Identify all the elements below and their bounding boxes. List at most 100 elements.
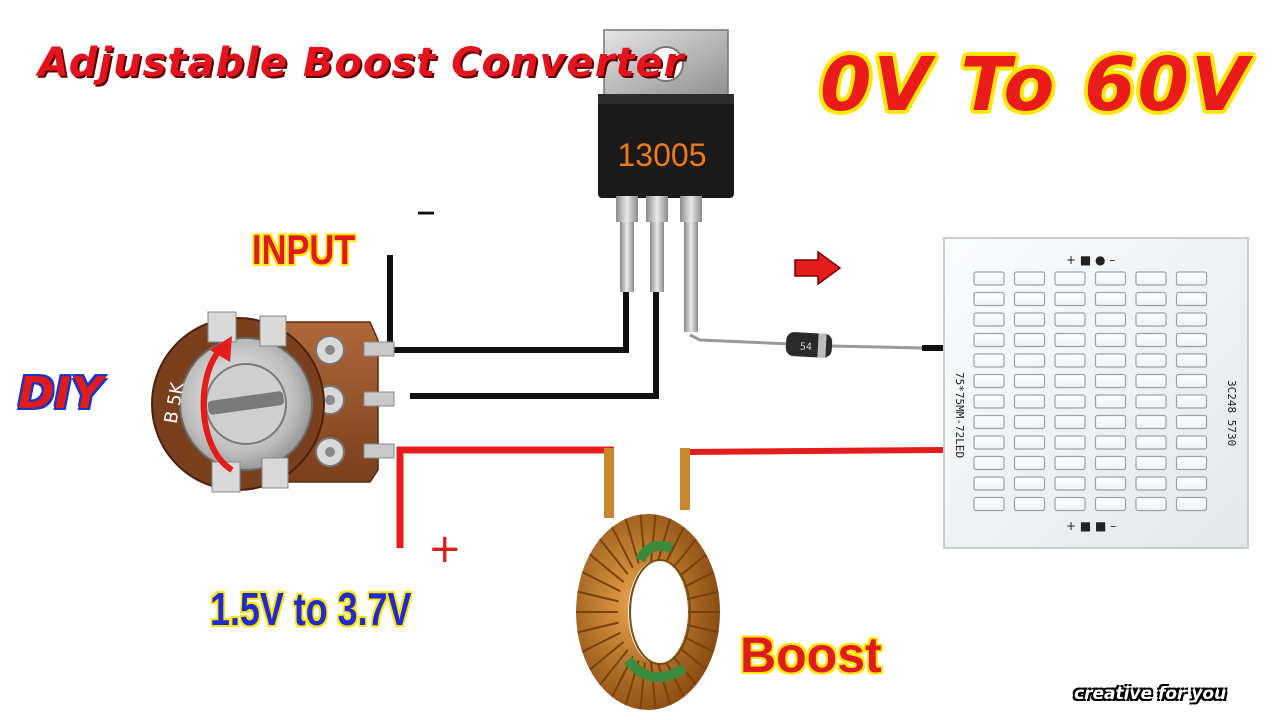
led-chip <box>973 373 1005 389</box>
led-chip <box>1054 394 1086 409</box>
led-chip <box>1175 291 1208 307</box>
led-chip <box>1175 312 1208 327</box>
black-wire-base <box>410 292 659 399</box>
led-panel-side-right: 3C248 5730 <box>1225 380 1238 446</box>
led-chip <box>1175 435 1208 450</box>
rotate-arrow-icon <box>200 345 234 473</box>
toroid-inductor-icon <box>576 448 720 710</box>
led-chip <box>1013 476 1046 491</box>
black-wire-input <box>387 255 629 353</box>
diode-icon: 54 <box>785 332 833 358</box>
led-chip <box>1054 332 1086 348</box>
led-chip <box>1013 435 1046 450</box>
led-chip <box>1054 496 1086 512</box>
coil-turn <box>599 538 629 575</box>
arrow-right-icon <box>794 250 842 286</box>
led-chip <box>973 435 1005 450</box>
led-chip <box>1054 291 1086 307</box>
led-chip <box>1094 455 1127 471</box>
led-chip <box>1175 373 1208 389</box>
led-chip <box>1013 353 1046 368</box>
red-wire-input <box>396 446 614 548</box>
led-chip <box>973 312 1005 327</box>
coil-turn <box>581 571 621 593</box>
led-chip <box>973 414 1005 430</box>
led-chip <box>1135 414 1167 430</box>
led-chip <box>1175 394 1208 409</box>
coil-turn <box>599 649 629 686</box>
led-chip <box>1094 373 1127 389</box>
led-chip <box>973 476 1005 491</box>
led-chip <box>1175 271 1208 286</box>
led-chip <box>1135 394 1167 409</box>
led-panel-icon: + ■ ● – + ■ ■ – 75*75MM-72LED 3C248 5730 <box>943 237 1249 549</box>
led-chip <box>1175 455 1208 471</box>
led-chip <box>1094 353 1127 368</box>
page-title: Adjustable Boost Converter <box>38 40 685 86</box>
led-chip <box>1013 455 1046 471</box>
led-chip <box>1135 476 1167 491</box>
coil-turn <box>581 631 621 653</box>
coil-turn <box>611 526 634 569</box>
led-chip <box>1094 312 1127 327</box>
led-chip <box>1013 291 1046 307</box>
led-chip <box>1135 312 1167 327</box>
led-panel-top-marks: + ■ ● – <box>1066 253 1115 267</box>
led-chip <box>1013 496 1046 512</box>
led-panel-bottom-marks: + ■ ■ – <box>1066 519 1116 533</box>
led-chip <box>1094 414 1127 430</box>
led-chip <box>1135 332 1167 348</box>
led-chip <box>1094 332 1127 348</box>
led-chip <box>1135 455 1167 471</box>
led-chip <box>973 271 1005 286</box>
led-chip <box>1054 271 1086 286</box>
led-chip <box>1175 353 1208 368</box>
led-chip <box>1054 312 1086 327</box>
led-chip <box>1054 414 1086 430</box>
led-chip <box>1094 435 1127 450</box>
led-chip <box>1135 353 1167 368</box>
led-chip <box>1135 496 1167 512</box>
led-chip <box>1175 414 1208 430</box>
led-chip <box>1013 271 1046 286</box>
led-chip <box>973 353 1005 368</box>
minus-sign: – <box>416 188 436 234</box>
coil-turn <box>656 660 672 706</box>
red-wire-output <box>683 447 945 455</box>
led-chip <box>1135 271 1167 286</box>
coil-turn <box>650 514 657 562</box>
led-chip <box>1054 353 1086 368</box>
coil-turn <box>577 590 619 603</box>
led-chip <box>1175 332 1208 348</box>
boost-label: Boost <box>740 627 882 683</box>
input-voltage-label: 1.5V to 3.7V <box>210 583 412 635</box>
led-chip <box>1013 373 1046 389</box>
coil-turn <box>577 621 619 634</box>
plus-sign: + <box>428 526 462 572</box>
diode-lead-right <box>829 344 923 350</box>
led-chip <box>1135 291 1167 307</box>
led-chip <box>1094 394 1127 409</box>
led-panel-side-left: 75*75MM-72LED <box>953 372 966 458</box>
input-label: INPUT <box>252 226 356 273</box>
led-chip <box>1135 373 1167 389</box>
led-chip <box>1175 476 1208 491</box>
led-chip <box>1054 476 1086 491</box>
led-chip <box>973 291 1005 307</box>
led-chip <box>1094 496 1127 512</box>
credit-label: creative for you <box>1074 684 1227 704</box>
diode-lead <box>689 333 791 346</box>
svg-text:54: 54 <box>800 341 813 353</box>
led-chip <box>1094 476 1127 491</box>
coil-turn <box>650 662 657 710</box>
pot-terminals <box>315 335 395 467</box>
led-chip <box>973 332 1005 348</box>
led-chip <box>1013 394 1046 409</box>
led-chip <box>973 455 1005 471</box>
led-chip <box>1094 291 1127 307</box>
led-chip <box>973 496 1005 512</box>
led-chip <box>1054 373 1086 389</box>
coil-turn <box>589 641 625 671</box>
diy-label: DIY <box>18 368 103 419</box>
